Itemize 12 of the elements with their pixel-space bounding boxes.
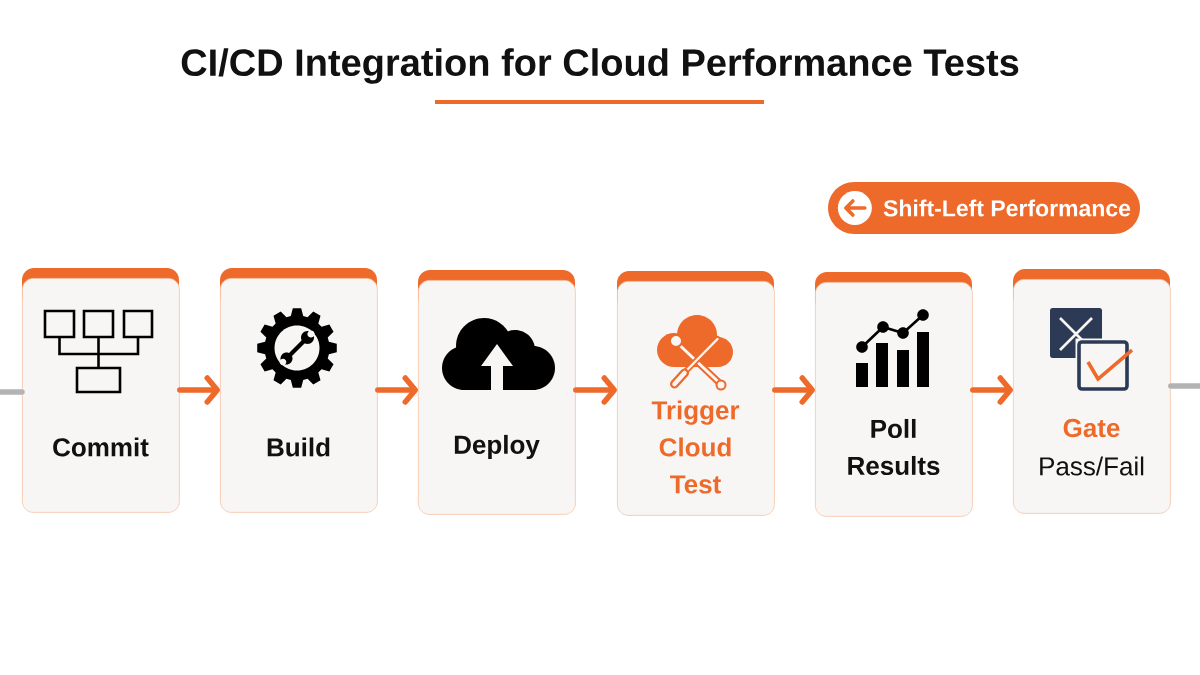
connector-line: [1168, 383, 1200, 389]
arrow: [970, 375, 1013, 405]
arrow: [177, 375, 220, 405]
step-card: Poll Results: [815, 272, 973, 517]
step-card: Commit: [22, 268, 180, 513]
highlight-pill: Shift-Left Performance: [828, 182, 1140, 234]
arrow: [375, 375, 418, 405]
arrow: [573, 375, 617, 405]
title: CI/CD Integration for Cloud Performance Tests: [181, 48, 1019, 84]
connector-line: [0, 389, 25, 395]
arrow: [772, 375, 815, 405]
step-card: Trigger Cloud Test: [617, 271, 775, 516]
